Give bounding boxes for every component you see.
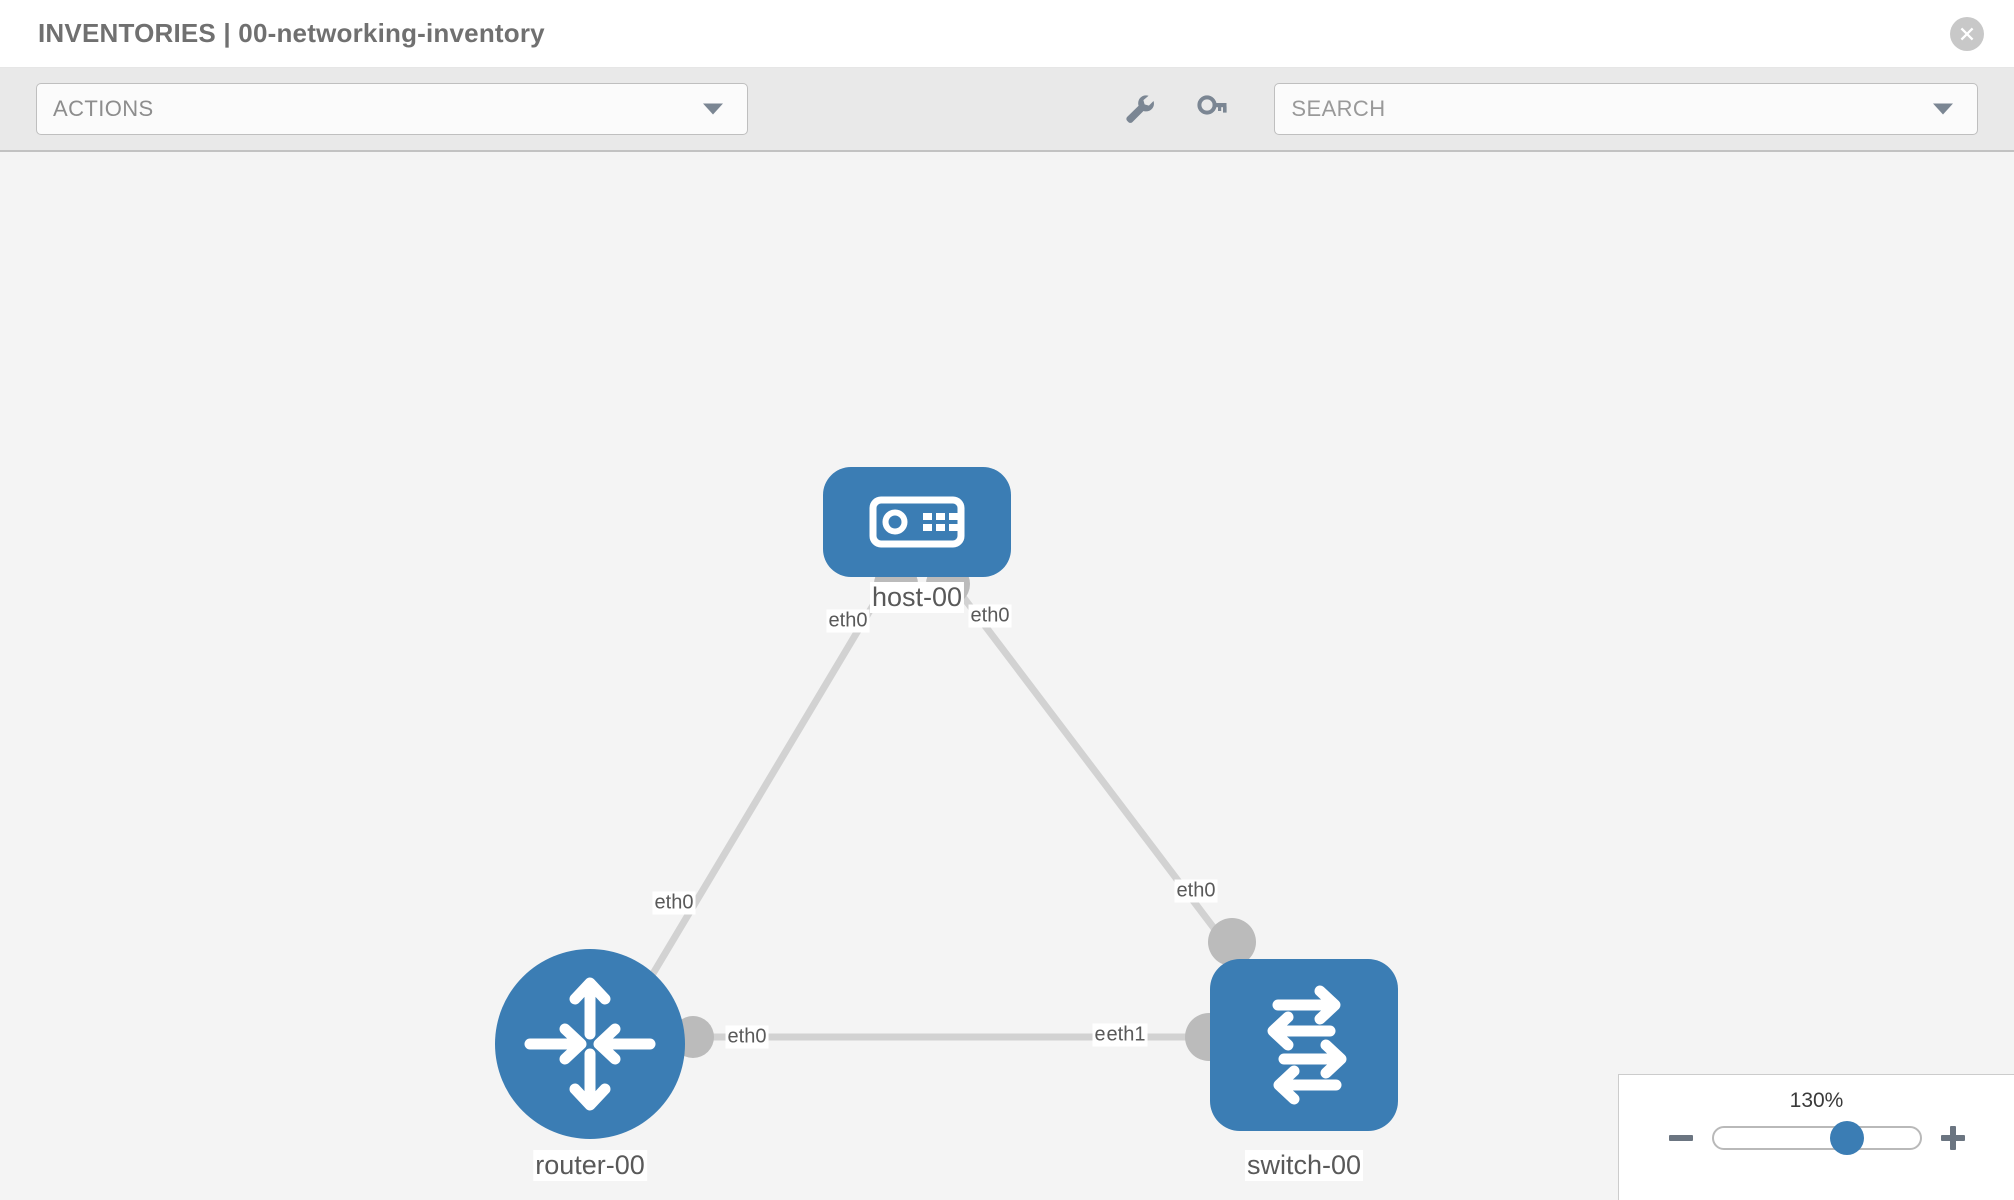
toolbar: ACTIONS: [0, 68, 2014, 152]
page-title: INVENTORIES | 00-networking-inventory: [38, 18, 545, 48]
search-input[interactable]: [1291, 96, 1961, 122]
search-field[interactable]: [1274, 83, 1978, 135]
zoom-slider-track[interactable]: [1711, 1121, 1922, 1155]
chevron-down-icon: [703, 103, 724, 115]
zoom-slider-thumb[interactable]: [1830, 1121, 1865, 1155]
topology-nodes: [495, 467, 1398, 1139]
zoom-slider-row: [1619, 1121, 2014, 1155]
search-chevron-down-icon[interactable]: [1933, 103, 1953, 115]
wrench-icon[interactable]: [1118, 87, 1162, 131]
toolbar-icon-group: [1118, 87, 1234, 131]
port-switch-top: [1208, 918, 1256, 966]
topology-svg: [495, 467, 1398, 1139]
topology-edges: [644, 573, 1236, 1041]
topology-canvas[interactable]: host-00 router-00 switch-00 eth0 eth0 et…: [0, 152, 2014, 1200]
page-header: INVENTORIES | 00-networking-inventory: [0, 0, 2014, 68]
zoom-control-panel: 130%: [1618, 1074, 2014, 1200]
edge-host-router: [644, 573, 894, 986]
close-icon[interactable]: [1950, 16, 1984, 51]
edge-host-switch: [944, 573, 1236, 956]
node-switch-00[interactable]: [1210, 959, 1398, 1131]
node-router-00[interactable]: [495, 949, 685, 1139]
actions-dropdown-label: ACTIONS: [53, 96, 154, 121]
actions-dropdown[interactable]: ACTIONS: [36, 83, 749, 135]
zoom-in-button[interactable]: [1938, 1123, 1968, 1153]
node-host-00[interactable]: [823, 467, 1011, 577]
zoom-level-value: 130%: [1789, 1089, 1844, 1112]
zoom-out-button[interactable]: [1666, 1123, 1696, 1153]
topology-ports: [672, 562, 1256, 1061]
key-icon[interactable]: [1190, 87, 1234, 131]
